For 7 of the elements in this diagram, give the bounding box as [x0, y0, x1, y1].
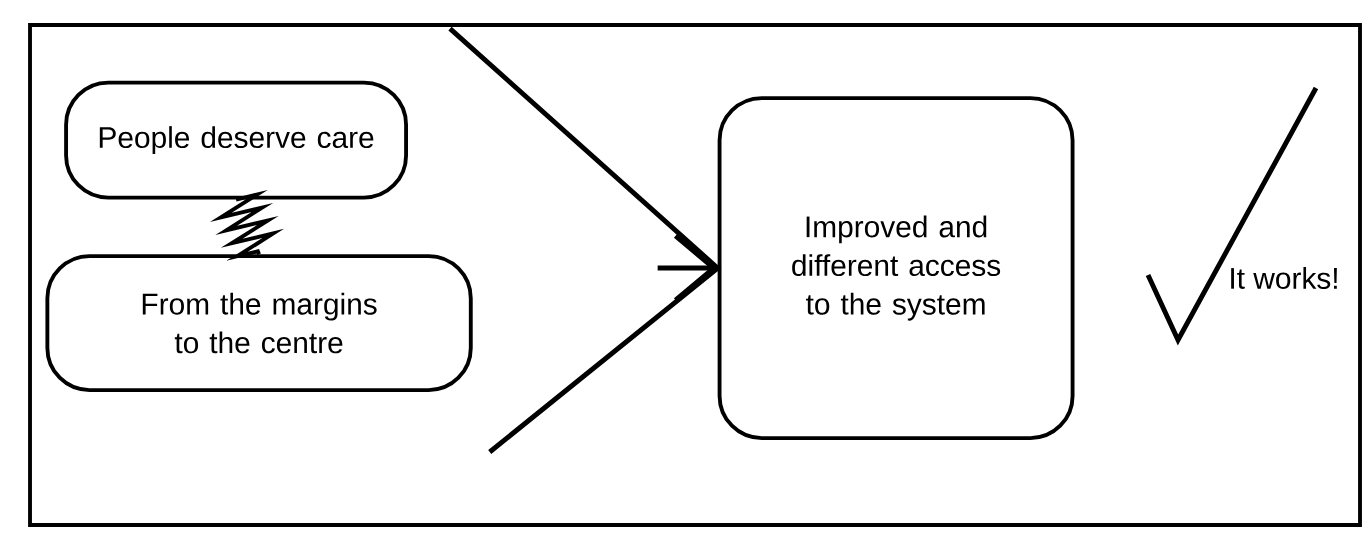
note-text: It works!	[1231, 267, 1337, 289]
text-box: Improved and different access to the system	[717, 96, 1075, 440]
frame	[28, 23, 1362, 527]
text-box: From the margins to the centre	[45, 254, 473, 392]
text-box: People deserve care	[64, 80, 408, 200]
chevron-arrow	[447, 26, 722, 455]
hatch-line	[209, 190, 285, 261]
